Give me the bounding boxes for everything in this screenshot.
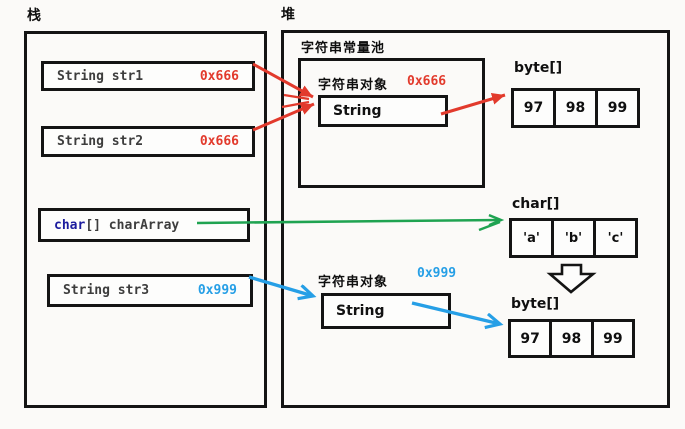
var-name-str3: String str3 (63, 283, 150, 298)
stack-label: 栈 (27, 8, 41, 24)
array-cell: 97 (520, 330, 540, 347)
pool-label: 字符串常量池 (301, 41, 386, 56)
stack-var-str2: String str2 0x666 (41, 126, 255, 157)
string-object-2-label: 字符串对象 (318, 275, 389, 290)
char-array: 'a' 'b' 'c' (509, 218, 638, 258)
array-cell: 98 (553, 91, 595, 125)
string-object-1-label: 字符串对象 (318, 78, 389, 93)
byte-array-1-label: byte[] (514, 60, 563, 76)
stack-var-str1: String str1 0x666 (41, 61, 255, 91)
stack-var-str3: String str3 0x999 (47, 274, 253, 307)
var-name-str2: String str2 (57, 134, 144, 149)
var-addr-str2: 0x666 (199, 134, 239, 149)
array-cell: 'b' (551, 221, 593, 255)
byte-array-2-label: byte[] (511, 296, 560, 312)
array-cell: 'a' (523, 230, 540, 246)
string-object-1-box: String (318, 95, 448, 127)
array-cell: 97 (523, 100, 544, 116)
stack-var-chararray: char[] charArray (38, 208, 250, 242)
array-cell: 'c' (593, 221, 635, 255)
heap-label: 堆 (281, 7, 295, 23)
var-name-str1: String str1 (57, 68, 144, 84)
char-array-label: char[] (512, 196, 560, 212)
var-name-chararray: [] charArray (85, 217, 180, 233)
array-cell: 99 (590, 322, 632, 355)
string-object-2-box: String (321, 293, 451, 329)
byte-array-1: 97 98 99 (511, 88, 640, 128)
string-object-1-addr: 0x666 (407, 74, 447, 89)
string-object-1-class: String (333, 103, 382, 119)
string-object-2-addr: 0x999 (417, 266, 457, 281)
char-keyword: char (54, 217, 86, 233)
array-cell: 98 (549, 322, 590, 355)
string-object-2-class: String (336, 303, 385, 319)
var-addr-str1: 0x666 (199, 68, 239, 84)
array-cell: 99 (595, 91, 637, 125)
byte-array-2: 97 98 99 (508, 319, 635, 358)
var-addr-str3: 0x999 (197, 283, 237, 298)
